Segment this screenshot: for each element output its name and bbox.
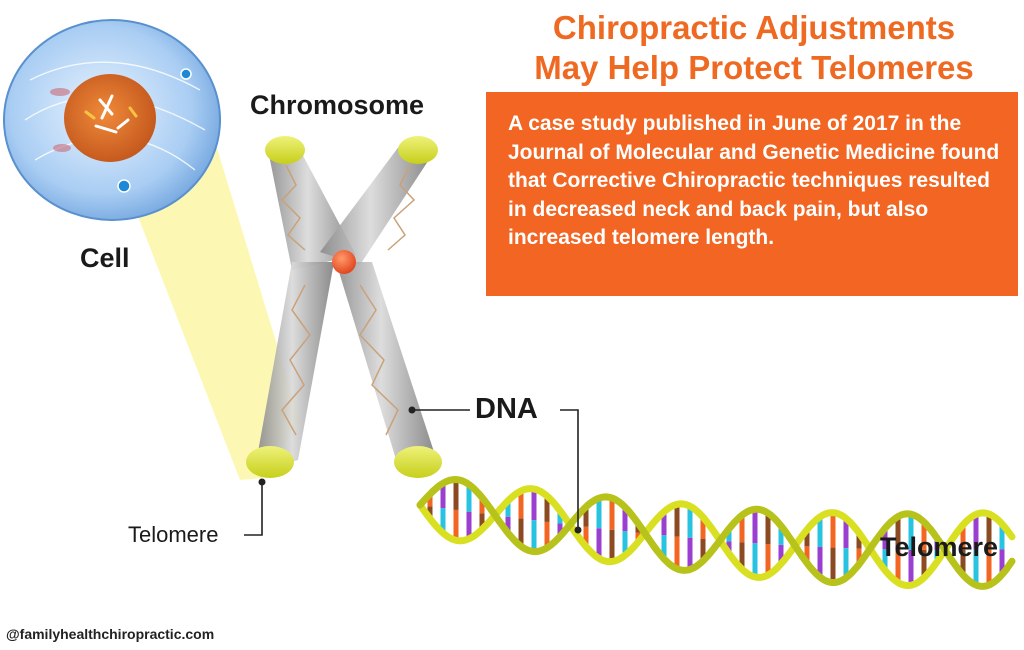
cell-illustration	[3, 19, 221, 221]
headline: Chiropractic Adjustments May Help Protec…	[486, 8, 1022, 88]
telomere-leader-line	[244, 482, 263, 536]
telomere-label-right: Telomere	[880, 532, 999, 562]
dna-strand-b	[416, 475, 1016, 590]
cell-label: Cell	[80, 243, 130, 273]
info-box: A case study published in June of 2017 i…	[486, 92, 1018, 296]
dna-helix	[416, 475, 1016, 590]
dna-lower-leader-line	[560, 409, 579, 530]
dna-label: DNA	[475, 393, 538, 425]
chromosome-illustration	[246, 136, 442, 478]
footer-handle: @familyhealthchiropractic.com	[6, 626, 215, 642]
dna-lower-leader-dot	[574, 526, 582, 534]
telomere-leader-dot	[258, 478, 266, 486]
headline-line-2: May Help Protect Telomeres	[534, 49, 974, 86]
chromosome-label: Chromosome	[250, 90, 425, 120]
headline-line-1: Chiropractic Adjustments	[552, 9, 956, 46]
leader-lines	[244, 406, 582, 536]
info-box-text: A case study published in June of 2017 i…	[508, 112, 1000, 249]
dna-leader-dot	[408, 406, 416, 414]
telomere-label-left: Telomere	[128, 522, 219, 547]
dna-strand-a	[416, 485, 1016, 590]
